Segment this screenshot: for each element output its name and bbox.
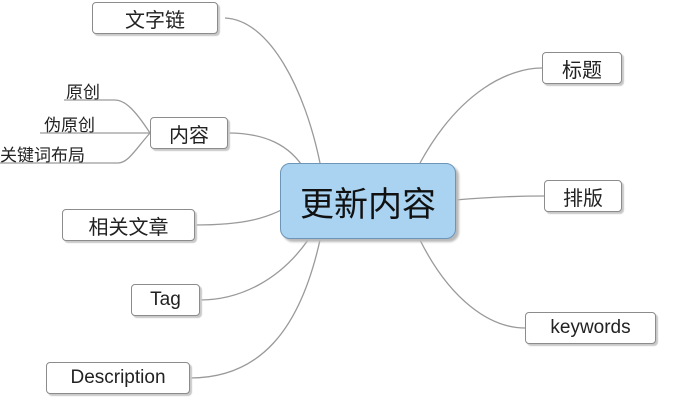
leaf-yuanchuang-label: 原创 bbox=[66, 83, 100, 103]
node-paiban-label: 排版 bbox=[563, 185, 603, 210]
link-description bbox=[189, 239, 321, 379]
link-biaoti bbox=[419, 67, 543, 164]
link-keywords bbox=[419, 239, 526, 329]
node-description-label: Description bbox=[70, 367, 166, 388]
link-guanjianci bbox=[0, 132, 151, 164]
leaf-weiyuanchuang-label: 伪原创 bbox=[44, 116, 95, 136]
node-keywords[interactable]: keywords bbox=[525, 312, 656, 344]
leaf-weiyuanchuang[interactable]: 伪原创 bbox=[44, 111, 95, 136]
leaf-guanjianci-label: 关键词布局 bbox=[0, 146, 85, 166]
node-tag-label: Tag bbox=[150, 289, 181, 310]
node-neirong[interactable]: 内容 bbox=[150, 117, 228, 149]
link-tag bbox=[199, 239, 309, 301]
link-paiban bbox=[454, 195, 545, 201]
node-wenzilian-label: 文字链 bbox=[125, 7, 185, 32]
node-tag[interactable]: Tag bbox=[131, 284, 200, 316]
leaf-guanjianci-buju[interactable]: 关键词布局 bbox=[0, 141, 85, 166]
node-paiban[interactable]: 排版 bbox=[544, 180, 622, 212]
link-yuanchuang bbox=[64, 99, 151, 134]
node-wenzilian[interactable]: 文字链 bbox=[92, 2, 218, 34]
node-biaoti-label: 标题 bbox=[562, 57, 602, 82]
node-xiangguan-wenzhang[interactable]: 相关文章 bbox=[62, 209, 195, 241]
link-neirong bbox=[227, 132, 306, 171]
node-neirong-label: 内容 bbox=[169, 122, 209, 147]
node-biaoti[interactable]: 标题 bbox=[542, 52, 622, 84]
central-topic-label: 更新内容 bbox=[300, 184, 436, 225]
central-topic[interactable]: 更新内容 bbox=[280, 163, 456, 239]
node-description[interactable]: Description bbox=[46, 362, 190, 394]
link-wenzilian bbox=[224, 17, 321, 164]
leaf-yuanchuang[interactable]: 原创 bbox=[66, 78, 100, 103]
node-xiangguan-label: 相关文章 bbox=[88, 214, 169, 239]
node-keywords-label: keywords bbox=[550, 317, 631, 338]
